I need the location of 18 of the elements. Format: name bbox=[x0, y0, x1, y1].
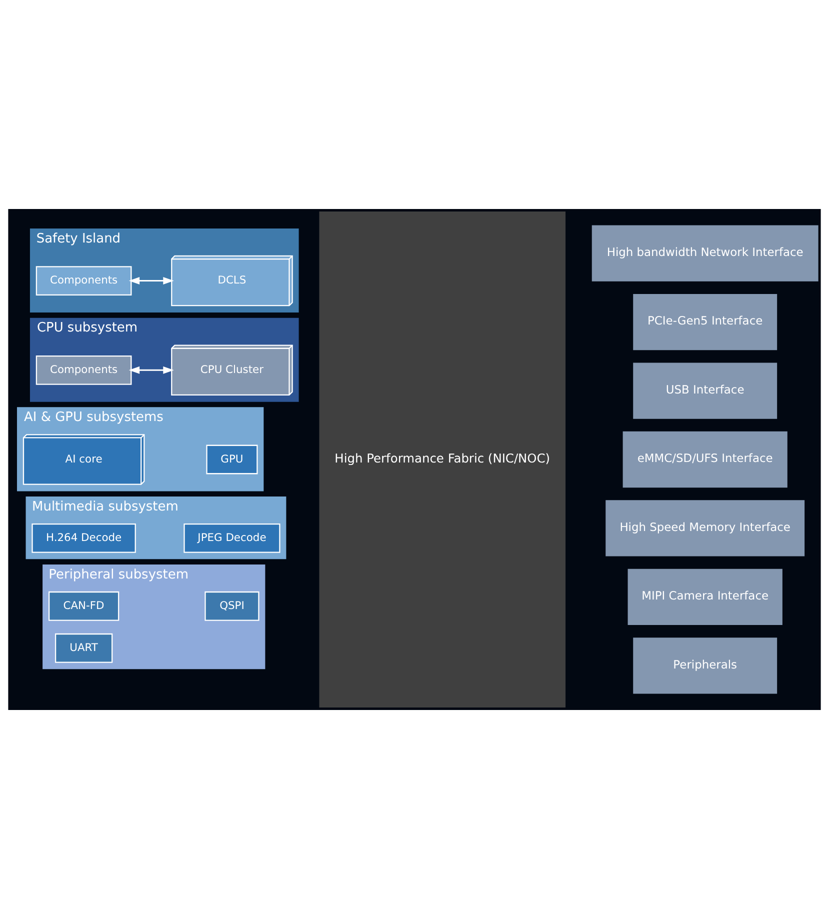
node-box: Peripherals bbox=[633, 638, 778, 694]
node-box: High Speed Memory Interface bbox=[606, 500, 805, 556]
node-box: JPEG Decode bbox=[184, 523, 280, 553]
node-box: GPU bbox=[206, 444, 258, 474]
node-box: Components bbox=[36, 355, 132, 385]
node-box: MIPI Camera Interface bbox=[628, 568, 782, 626]
node-box: High Performance Fabric (NIC/NOC) bbox=[319, 211, 566, 708]
node-box: CAN-FD bbox=[48, 591, 120, 621]
arrow bbox=[128, 277, 174, 285]
node-box: USB Interface bbox=[633, 362, 778, 419]
node-box: Components bbox=[36, 266, 132, 296]
node-box: H.264 Decode bbox=[32, 523, 136, 553]
node-box: UART bbox=[54, 633, 113, 663]
node-box: High bandwidth Network Interface bbox=[592, 225, 818, 282]
node-box: QSPI bbox=[204, 591, 260, 621]
arrow bbox=[128, 366, 174, 374]
node-box: eMMC/SD/UFS Interface bbox=[622, 431, 788, 488]
node-box: PCIe-Gen5 Interface bbox=[633, 294, 778, 350]
